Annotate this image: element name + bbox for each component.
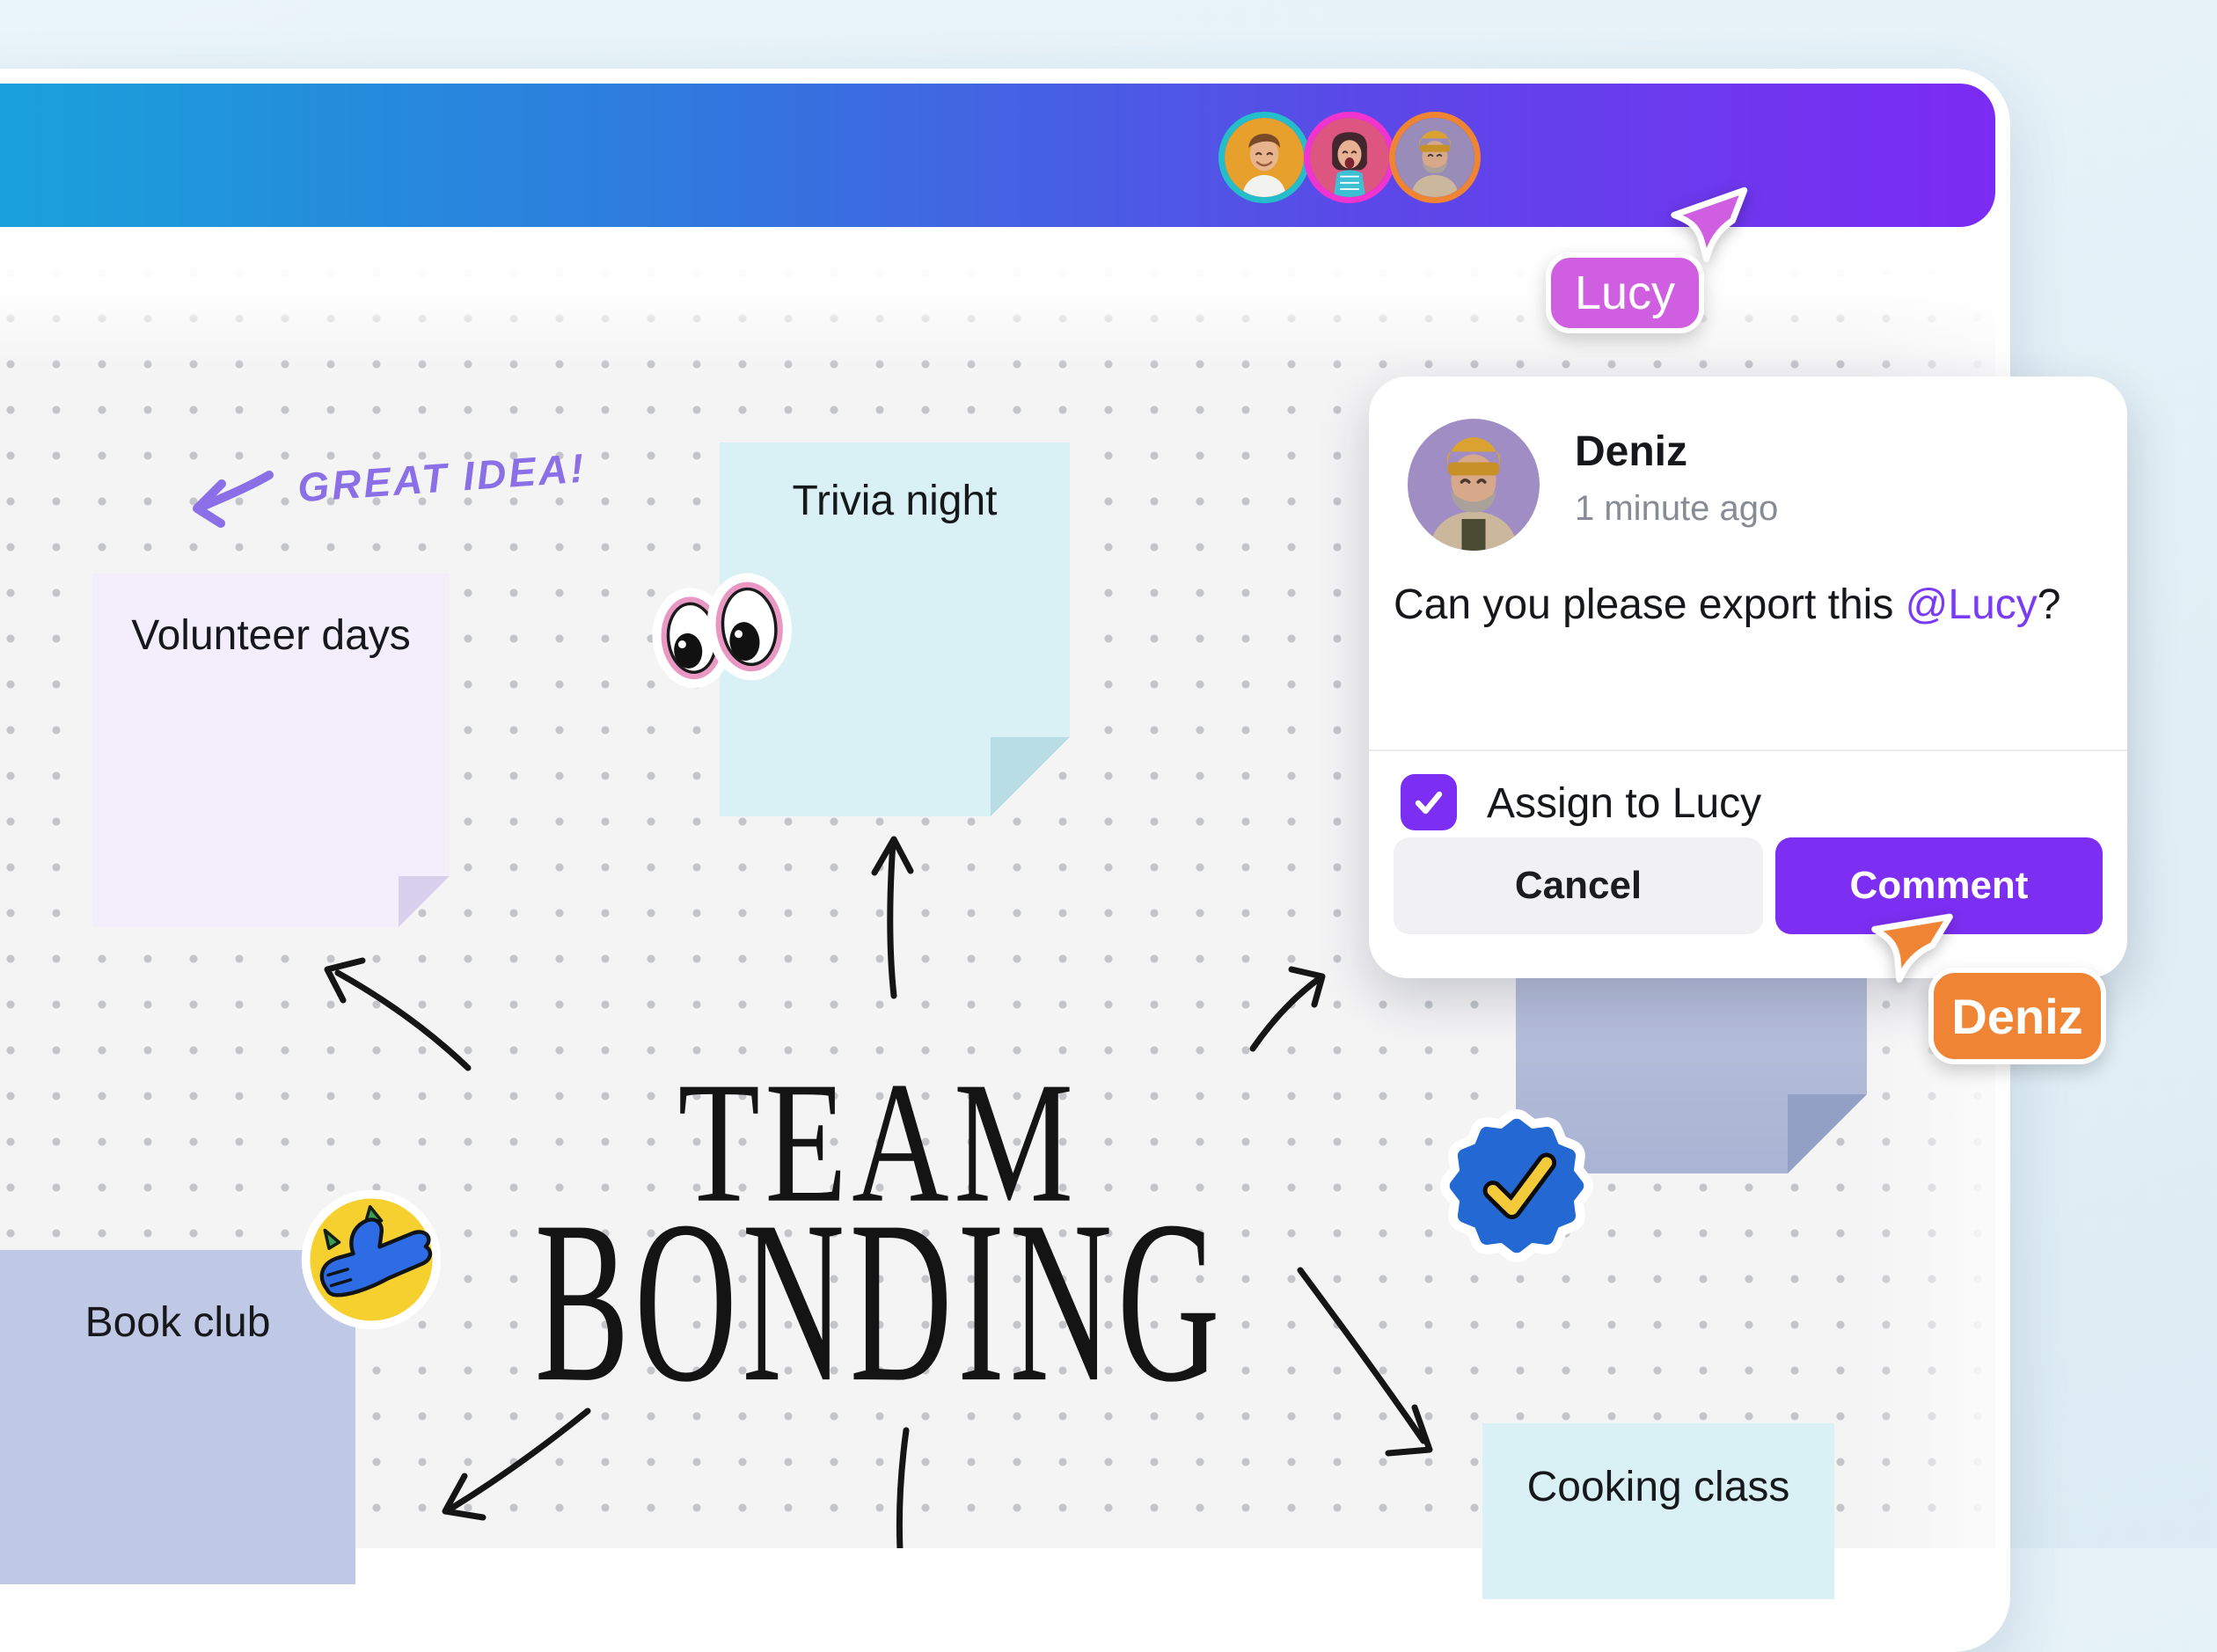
avatar[interactable]	[1304, 112, 1395, 203]
assign-checkbox-label[interactable]: Assign to Lucy	[1487, 780, 1762, 827]
thumbs-up-sticker[interactable]	[294, 1182, 449, 1337]
lucy-name-tag: Lucy	[1546, 252, 1704, 333]
teammate-1-avatar	[1225, 118, 1304, 197]
mention-link[interactable]: @Lucy	[1905, 581, 2038, 628]
sticky-note-book-club[interactable]: Book club	[0, 1250, 355, 1584]
check-icon	[1415, 791, 1443, 815]
teammate-3-avatar	[1395, 118, 1474, 197]
comment-button[interactable]: Comment	[1775, 837, 2103, 934]
verified-check-sticker[interactable]	[1439, 1108, 1594, 1263]
cursor-label: Deniz	[1951, 988, 2083, 1044]
message-text: ?	[2037, 581, 2061, 628]
message-text: Can you please export this	[1394, 581, 1906, 628]
teammate-2-avatar	[1310, 118, 1389, 197]
board-title-bonding[interactable]: BONDING	[534, 1173, 1226, 1430]
deniz-name-tag: Deniz	[1928, 968, 2106, 1064]
sticky-note-cooking-class[interactable]: Cooking class	[1482, 1423, 1834, 1599]
sticky-note-volunteer-days[interactable]: Volunteer days	[92, 574, 450, 927]
cursor-label: Lucy	[1574, 267, 1676, 319]
avatar[interactable]	[1218, 112, 1310, 203]
comment-popup: Deniz 1 minute ago Can you please export…	[1369, 376, 2127, 978]
comment-message: Can you please export this @Lucy?	[1394, 581, 2061, 629]
avatar	[1408, 419, 1540, 551]
sticky-note-text: Trivia night	[792, 478, 998, 524]
googly-eyes-sticker[interactable]	[640, 565, 799, 697]
editor-header	[0, 84, 1995, 227]
cancel-button[interactable]: Cancel	[1394, 837, 1763, 934]
sticky-note-text: Cooking class	[1526, 1464, 1790, 1510]
assign-checkbox[interactable]	[1401, 774, 1457, 830]
board-title-team[interactable]: TEAM	[677, 1046, 1079, 1239]
deniz-avatar	[1408, 419, 1540, 551]
sticky-note-text: Volunteer days	[131, 612, 411, 659]
comment-timestamp: 1 minute ago	[1575, 489, 1779, 528]
divider	[1369, 749, 2127, 751]
sticky-note-text: Book club	[84, 1299, 271, 1346]
deniz-cursor-icon	[1871, 913, 1953, 983]
comment-author: Deniz	[1575, 428, 1688, 475]
lucy-cursor-icon	[1671, 186, 1748, 263]
avatar[interactable]	[1389, 112, 1481, 203]
